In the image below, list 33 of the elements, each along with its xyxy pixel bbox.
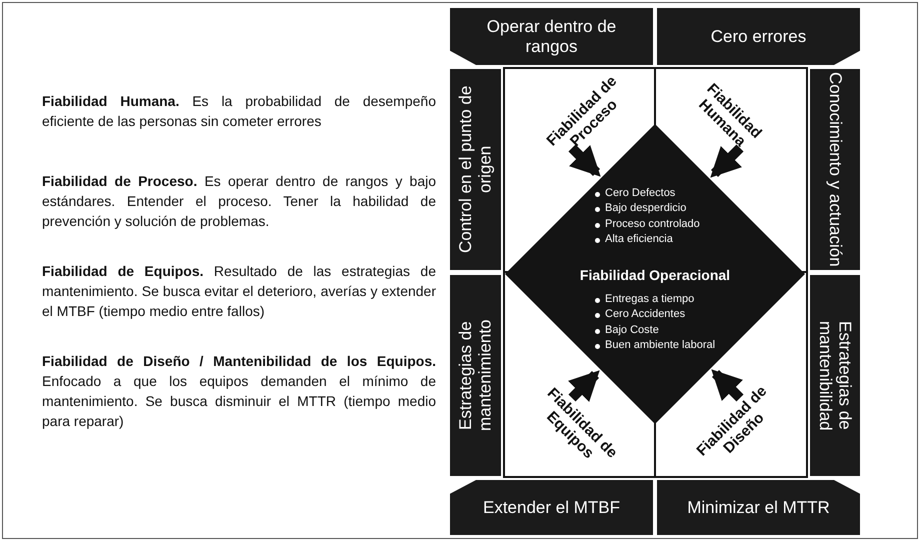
bullet-item: Alta eficiencia (605, 233, 673, 246)
bullet-item: Cero Accidentes (605, 308, 686, 320)
tab-label: Estrategias de mantenimiento (456, 318, 496, 434)
tab-label: Conocimiento y actuación (825, 72, 845, 267)
side-tab (450, 275, 501, 476)
tab-label: Operar dentro de rangos (486, 16, 618, 56)
side-tab (450, 8, 653, 65)
side-tab (657, 8, 860, 65)
side-tab (657, 480, 860, 535)
arrow (710, 144, 744, 178)
bullet-item: Cero Defectos (605, 187, 676, 199)
bullet-item: Proceso controlado (605, 218, 700, 230)
tab-label: Extender el MTBF (482, 498, 621, 518)
definition-paragraph: Fiabilidad de Equipos. Resultado de las estrategias de mantenimiento. Se busca evitar el deterioro, averías y extender el MTBF (tiempo medio entre fallos) (42, 262, 436, 321)
tab-label: Cero errores (710, 26, 808, 46)
side-tab (810, 275, 860, 476)
arrow (568, 370, 600, 402)
side-tab (450, 69, 501, 270)
arrow (568, 144, 601, 177)
definition-paragraph: Fiabilidad de Proceso. Es operar dentro de rangos y bajo estándares. Entender el proceso. Tener la habilidad de prevención y solución de problemas. (42, 172, 436, 231)
bullet-item: Buen ambiente laboral (605, 339, 716, 352)
side-tab (810, 69, 860, 270)
side-tab (450, 480, 653, 535)
tab-label: Minimizar el MTTR (686, 498, 831, 518)
bullet-item: Bajo Coste (605, 324, 659, 336)
tab-label: Control en el punto de origen (456, 84, 496, 256)
bullet-item: Bajo desperdicio (605, 202, 686, 214)
arrow (711, 369, 744, 402)
bullet-item: Entregas a tiempo (605, 293, 694, 305)
tab-label: Estrategias de mantenibilidad (815, 320, 855, 432)
diamond-title: Fiabilidad Operacional (578, 267, 732, 283)
definition-paragraph: Fiabilidad de Diseño / Mantenibilidad de los Equipos. Enfocado a que los equipos demanden el mínimo de mantenimiento. Se busca disminuir el MTTR (tiempo medio para reparar) (42, 352, 436, 431)
definition-paragraph: Fiabilidad Humana. Es la probabilidad de desempeño eficiente de las personas sin cometer errores (42, 92, 436, 131)
